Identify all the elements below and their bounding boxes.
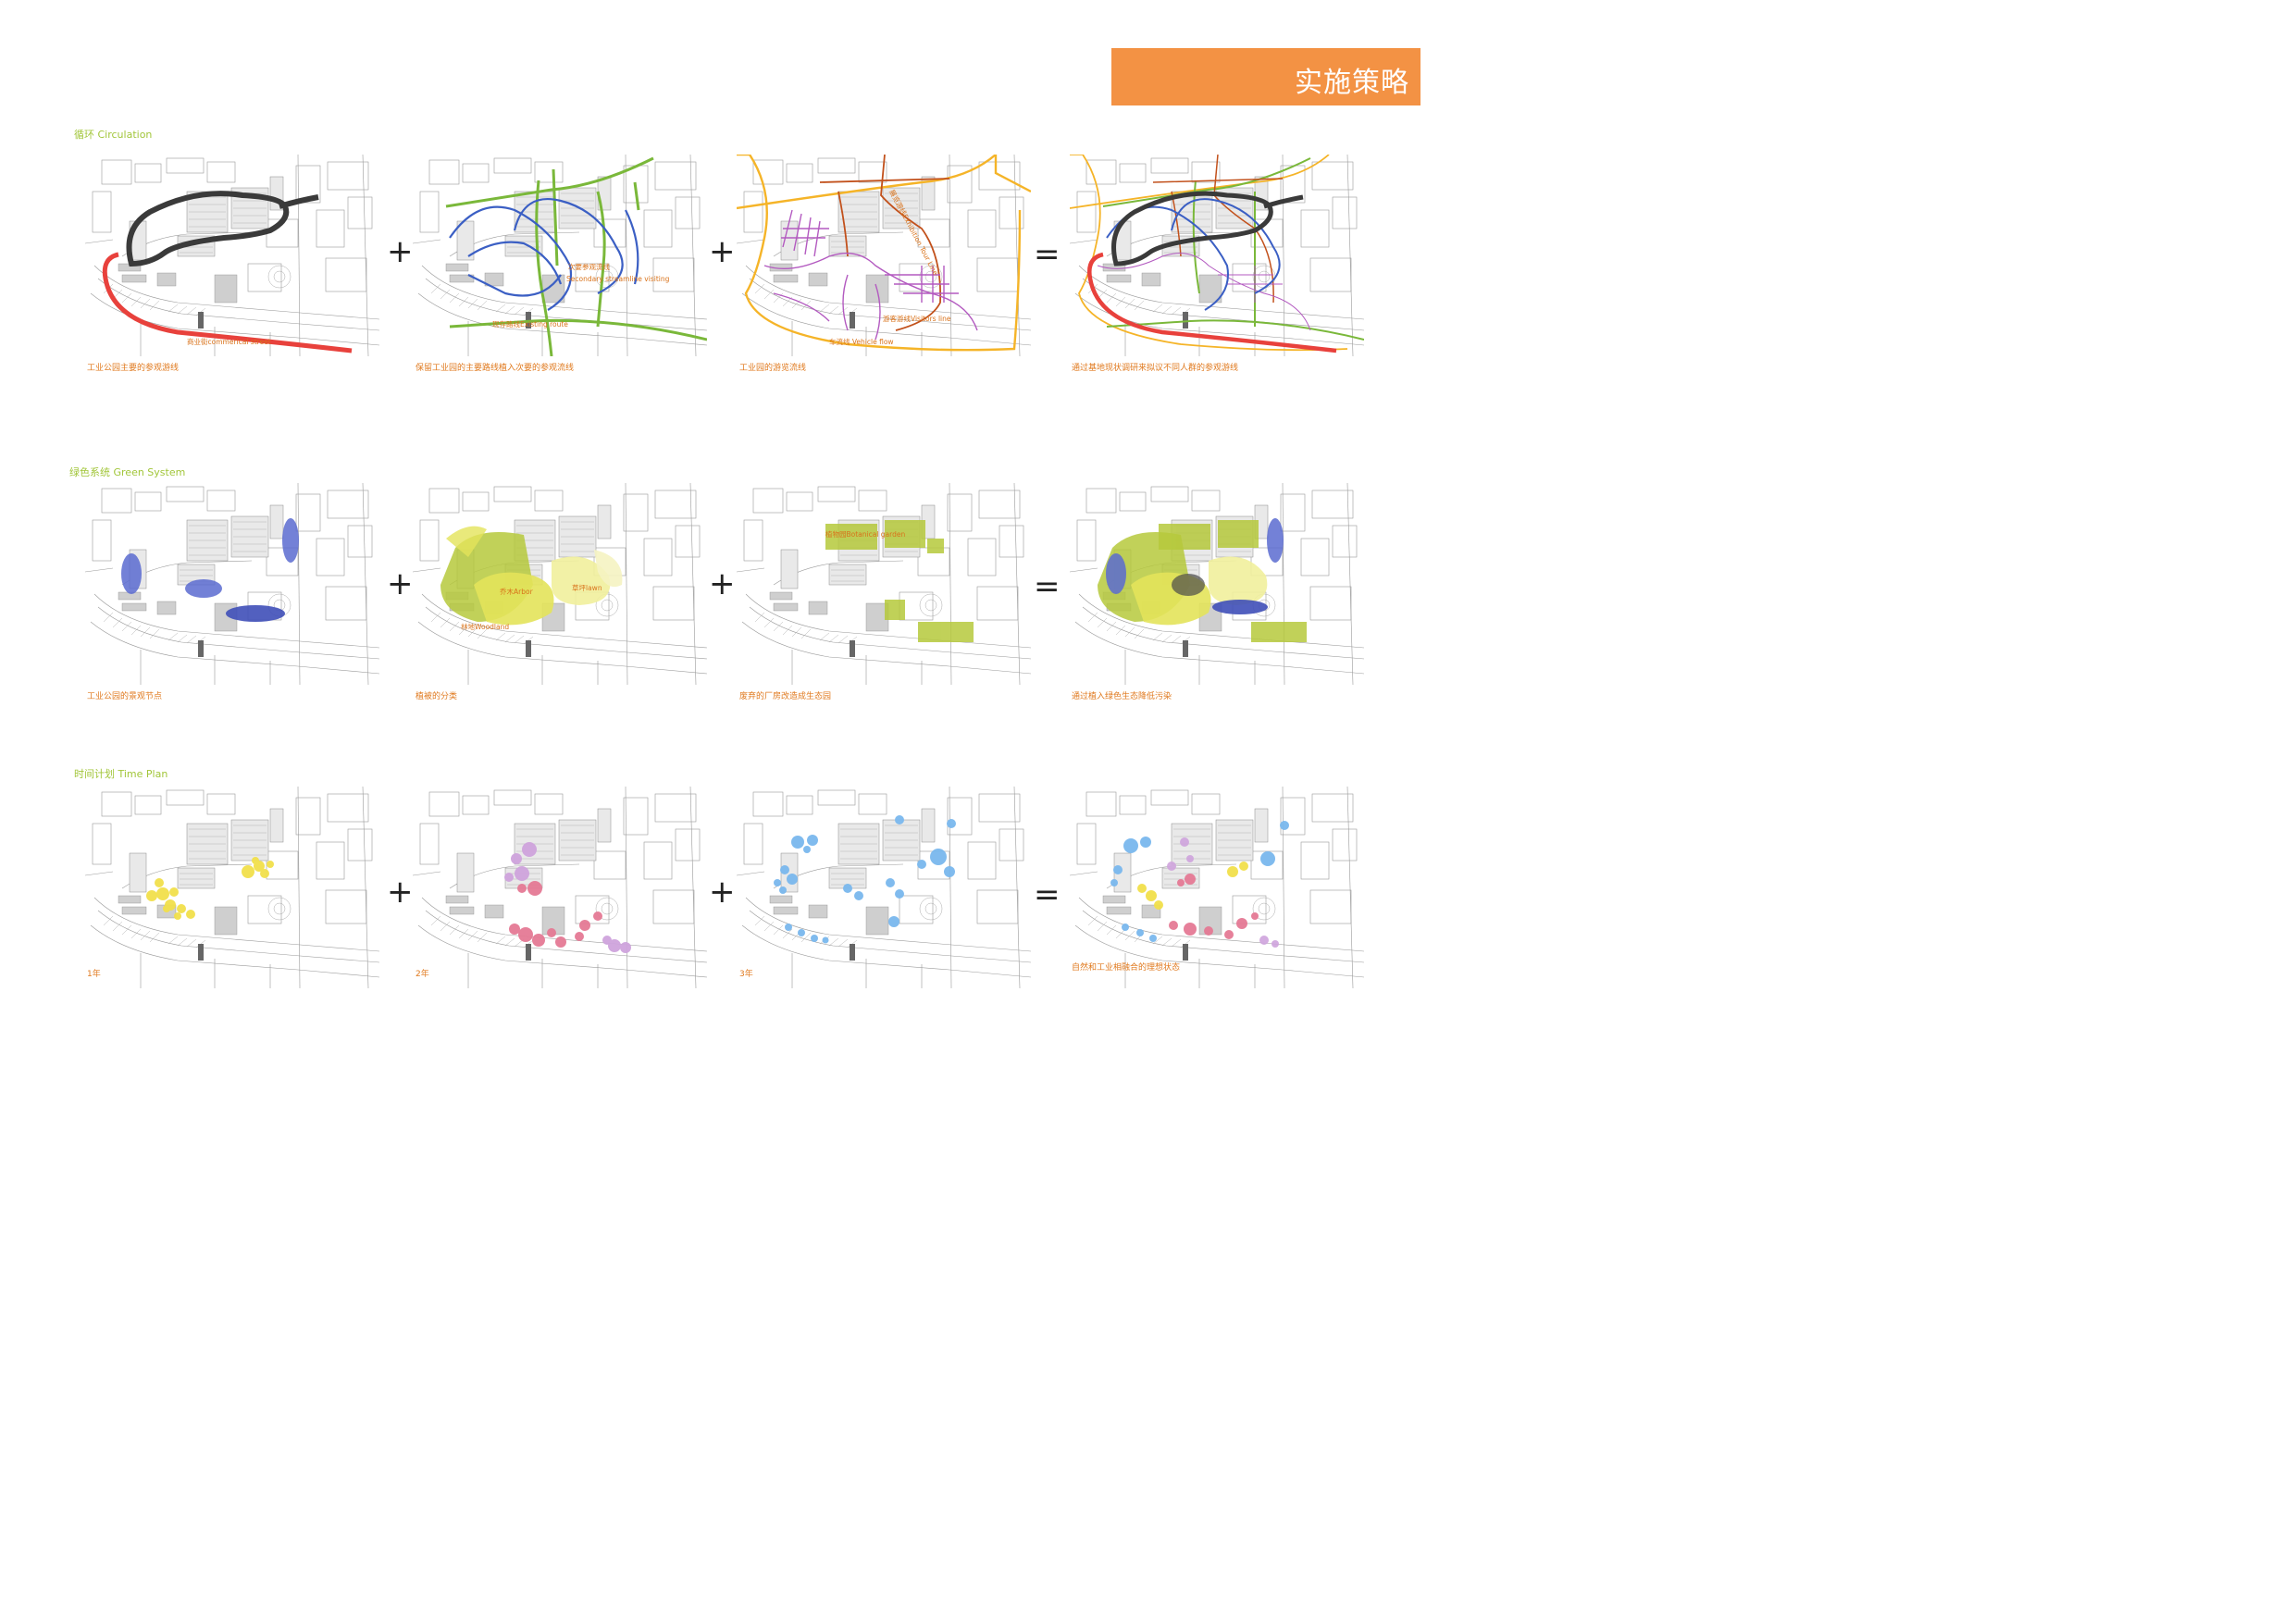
botanical-garden-block <box>825 524 877 550</box>
equals-operator: = <box>1034 568 1061 605</box>
vehicle-flow-route <box>737 155 1022 352</box>
caption-circulation-2: 保留工业园的主要路线植入次要的参观流线 <box>416 364 575 373</box>
equals-operator: = <box>1034 236 1061 273</box>
section-title-circulation: 循环 Circulation <box>74 129 153 141</box>
secondary-route-blue <box>449 205 573 311</box>
caption-circulation-1: 工业公园主要的参观游线 <box>87 364 180 373</box>
caption-year-1: 1年 <box>87 970 101 979</box>
circulation-map-3: 展览游线Exhibition Tour Line 游客游线Visitors li… <box>737 155 1031 356</box>
caption-green-1: 工业公园的景观节点 <box>87 692 163 701</box>
label-secondary-en: Secondary streamline visiting <box>566 275 670 283</box>
green-map-combined <box>1070 483 1364 685</box>
label-arbor: 乔木Arbor <box>500 588 533 596</box>
timeplan-map-combined <box>1070 787 1364 988</box>
plus-operator: + <box>709 565 736 602</box>
circulation-map-2: 次要参观流线 Secondary streamline visiting 现存路… <box>413 155 707 356</box>
label-lawn: 草坪lawn <box>572 584 602 592</box>
equals-operator: = <box>1034 876 1061 913</box>
arbor-zone <box>474 572 554 626</box>
caption-circulation-combined: 通过基地现状调研来拟议不同人群的参观游线 <box>1072 364 1239 373</box>
circulation-map-combined <box>1070 155 1364 356</box>
plus-operator: + <box>387 565 414 602</box>
commercial-street-route <box>102 252 353 353</box>
caption-year-2: 2年 <box>416 970 429 979</box>
green-map-3: 植物园Botanical garden <box>737 483 1031 685</box>
caption-circulation-3: 工业园的游览流线 <box>739 364 807 373</box>
caption-green-combined: 通过植入绿色生态降低污染 <box>1072 692 1172 701</box>
title-banner: 实施策略 <box>1111 48 1420 105</box>
plus-operator: + <box>387 233 414 270</box>
caption-ideal-state: 自然和工业相融合的理想状态 <box>1072 963 1181 973</box>
timeplan-map-2 <box>413 787 707 988</box>
landscape-node <box>282 518 299 563</box>
caption-green-3: 废弃的厂房改造成生态园 <box>739 692 832 701</box>
timeplan-map-1 <box>85 787 379 988</box>
plus-operator: + <box>387 874 414 911</box>
timeplan-map-3 <box>737 787 1031 988</box>
section-title-green-system: 绿色系统 Green System <box>69 466 186 478</box>
plus-operator: + <box>709 874 736 911</box>
label-existing-route: 现存路线Existing route <box>492 320 568 329</box>
caption-green-2: 植被的分类 <box>416 692 458 701</box>
plus-operator: + <box>709 233 736 270</box>
exhibition-tour-route <box>880 155 942 331</box>
label-visitors-line: 游客游线Visitors line <box>883 315 951 323</box>
label-botanical-garden: 植物园Botanical garden <box>825 530 906 539</box>
label-woodland: 林地Woodland <box>461 623 510 631</box>
landscape-node <box>121 553 142 594</box>
caption-year-3: 3年 <box>739 970 753 979</box>
label-secondary-cn: 次要参观流线 <box>568 263 610 271</box>
green-map-1 <box>85 483 379 685</box>
page-title: 实施策略 <box>1295 67 1409 99</box>
section-title-time-plan: 时间计划 Time Plan <box>74 768 168 780</box>
circulation-map-1: 商业街commerical street <box>85 155 379 356</box>
label-commercial-street: 商业街commerical street <box>187 338 271 346</box>
landscape-node <box>226 605 285 622</box>
landscape-node <box>185 579 222 598</box>
lawn-zone <box>552 556 611 605</box>
visitors-line <box>763 253 978 331</box>
green-map-2: 乔木Arbor 草坪lawn 林地Woodland <box>413 483 707 685</box>
label-vehicle-flow: 车流线 Vehicle flow <box>829 338 894 346</box>
main-tour-route <box>126 191 290 267</box>
